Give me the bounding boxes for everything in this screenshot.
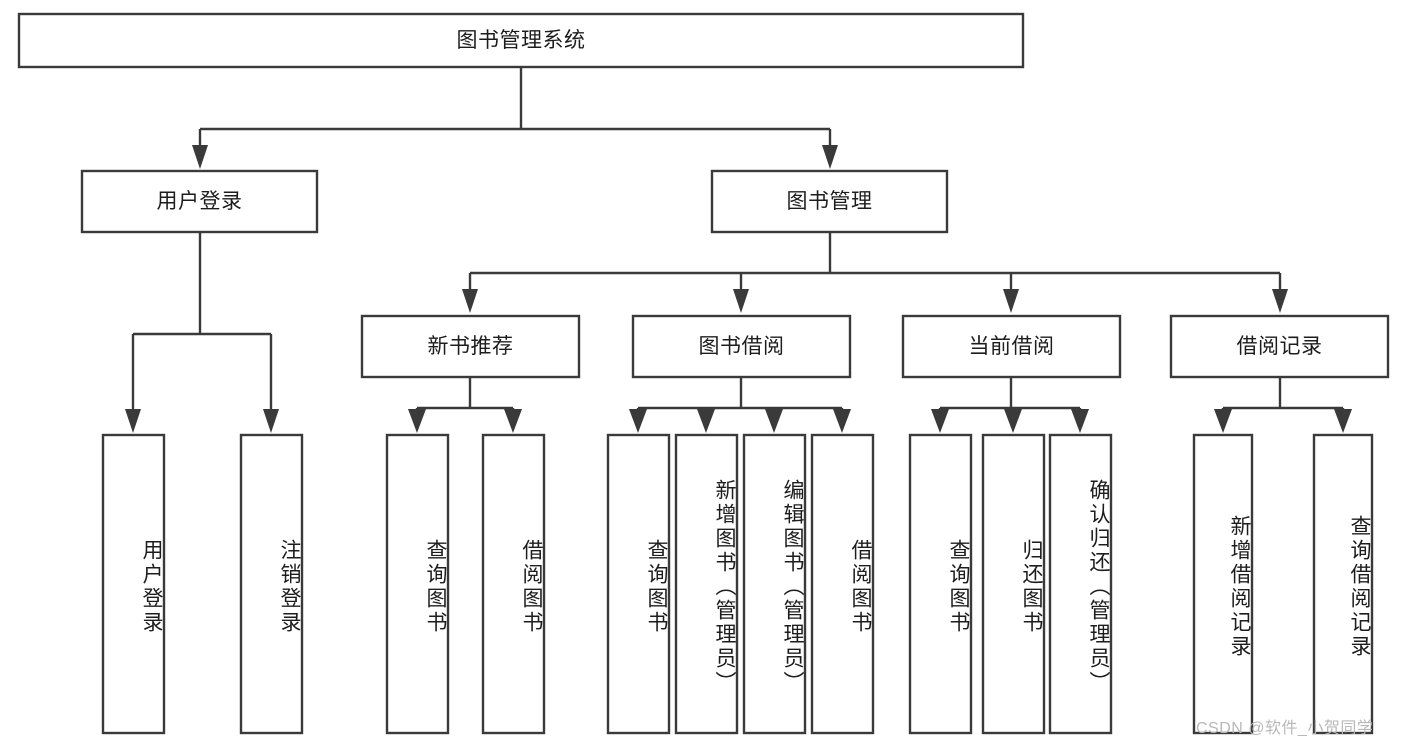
node-box-leaf-add-record[interactable] [1192,433,1254,735]
node-box-user-login[interactable] [80,169,319,234]
arrow-head-leaf-return-book [1004,409,1022,433]
node-box-leaf-query-book-3[interactable] [908,433,973,735]
node-box-leaf-borrow-book-1[interactable] [481,433,546,735]
arrow-head-book-borrow [733,289,749,313]
arrow-head-leaf-edit-book [765,409,783,433]
arrow-head-leaf-add-record [1214,409,1232,433]
node-box-leaf-confirm-return[interactable] [1048,433,1113,735]
node-box-leaf-user-login[interactable] [101,433,166,735]
arrow-head-new-book-rec [462,289,478,313]
arrow-head-leaf-borrow-book-1 [504,409,522,433]
node-box-leaf-return-book[interactable] [981,433,1046,735]
connector-new-book-recommend-to-leaves [408,377,522,433]
connector-book-management-to-level2 [462,232,1288,313]
node-box-borrow-records[interactable] [1169,314,1390,379]
node-box-book-borrowing[interactable] [631,314,852,379]
arrow-head-leaf-logout [263,409,279,433]
node-box-leaf-query-record[interactable] [1312,433,1374,735]
arrow-head-borrow-record [1272,289,1288,313]
arrow-head-leaf-confirm-return [1071,409,1089,433]
connector-current-borrowing-to-leaves [931,377,1089,433]
node-box-leaf-query-book-1[interactable] [385,433,450,735]
watermark-text: CSDN @软件_小贺同学 [1196,720,1374,737]
node-box-current-borrowing[interactable] [901,314,1122,379]
node-box-leaf-query-book-2[interactable] [606,433,671,735]
connector-root-to-level1 [192,67,838,169]
connector-user-login-to-leaves [125,232,279,433]
arrow-head-leaf-query-record [1334,409,1352,433]
node-box-new-book-recommend[interactable] [360,314,581,379]
node-box-root[interactable] [17,12,1025,69]
arrow-head-leaf-borrow-book-2 [833,409,851,433]
node-box-leaf-add-book[interactable] [674,433,739,735]
connector-book-borrowing-to-leaves [629,377,851,433]
node-box-leaf-edit-book[interactable] [742,433,807,735]
node-box-leaf-logout[interactable] [239,433,304,735]
node-box-leaf-borrow-book-2[interactable] [810,433,875,735]
arrow-head-leaf-query-book-2 [629,409,647,433]
arrow-head-user-login [192,145,208,169]
arrow-head-leaf-user-login [125,409,141,433]
arrow-head-leaf-add-book [697,409,715,433]
arrow-head-book-mgmt [822,145,838,169]
node-box-book-management[interactable] [710,169,949,234]
arrow-head-current-borrow [1003,289,1019,313]
arrow-head-leaf-query-book-1 [408,409,426,433]
arrow-head-leaf-query-book-3 [931,409,949,433]
connector-borrow-records-to-leaves [1214,377,1352,433]
